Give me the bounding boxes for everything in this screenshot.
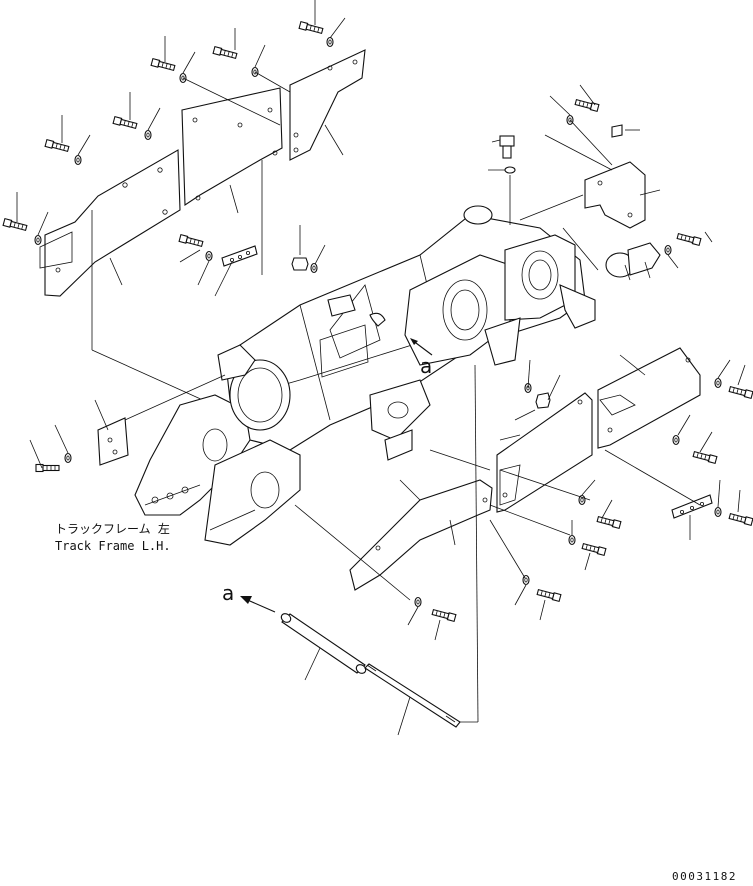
cover-plate-rear-top (584, 161, 646, 229)
cover-plate-front-right (349, 479, 493, 591)
small-strip-plate (221, 245, 258, 267)
cover-plate-upper-right (289, 49, 366, 161)
cover-plate-front-left (39, 149, 181, 297)
rod-icon (364, 663, 461, 728)
nut-icon (535, 392, 551, 409)
cover-plate-center-right (496, 392, 593, 513)
plug-bolt-icon (499, 124, 623, 174)
inspection-cover-plate (627, 242, 661, 276)
caption-english: Track Frame L.H. (55, 539, 171, 553)
leader-lines-upper-right (299, 84, 713, 281)
small-strip-plate-right (671, 494, 713, 519)
nut-icon (291, 257, 309, 271)
view-marker-a: a (222, 581, 234, 605)
pin-icon (280, 613, 367, 674)
view-marker-on-frame: a (420, 354, 432, 378)
cover-plate-rear-right (597, 347, 701, 449)
leader-lines-right (294, 354, 746, 723)
caption-japanese: トラックフレーム 左 (55, 521, 170, 536)
front-bracket-plate (97, 417, 129, 466)
cover-plate-middle-left (181, 87, 283, 207)
leader-lines-upper-left (16, 0, 346, 411)
drawing-code: 00031182 (672, 870, 737, 883)
track-frame-body (134, 205, 596, 546)
